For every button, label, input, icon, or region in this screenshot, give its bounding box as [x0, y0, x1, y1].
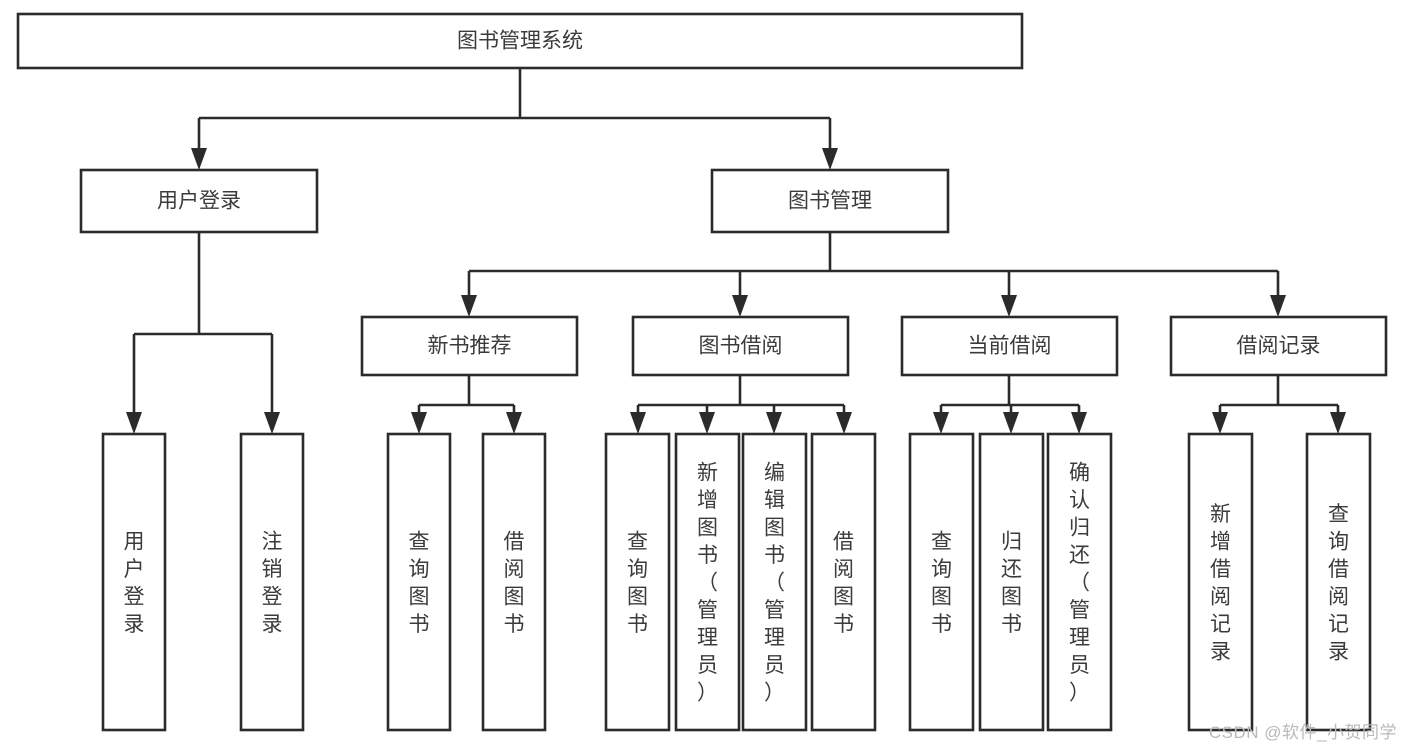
arrow-head-icon — [1212, 412, 1228, 434]
node-label-leaf-logout: 注销登录 — [262, 530, 283, 636]
node-label-leaf-borrow-book-2: 借阅图书 — [833, 530, 854, 636]
arrow-head-icon — [411, 412, 427, 434]
arrow-head-icon — [506, 412, 522, 434]
node-box-current-borrow[interactable] — [900, 315, 1119, 377]
node-box-user-login[interactable] — [79, 168, 319, 234]
node-box-book-manage[interactable] — [710, 168, 950, 234]
connector-group-current-borrow — [933, 375, 1087, 434]
node-box-leaf-user-login[interactable] — [101, 432, 167, 732]
node-label-leaf-add-book: 新增图书（管理员） — [697, 462, 718, 705]
connector-group-user-login — [126, 232, 280, 434]
arrow-head-icon — [732, 295, 748, 317]
node-root[interactable]: 图书管理系统 — [16, 12, 1024, 70]
arrow-head-icon — [126, 412, 142, 434]
node-layer: 图书管理系统用户登录图书管理新书推荐图书借阅当前借阅借阅记录用户登录注销登录查询… — [16, 12, 1388, 732]
node-leaf-logout[interactable]: 注销登录 — [239, 432, 305, 732]
node-label-leaf-user-login: 用户登录 — [124, 530, 145, 636]
node-box-borrow-record[interactable] — [1169, 315, 1388, 377]
node-leaf-query-book-1[interactable]: 查询图书 — [386, 432, 452, 732]
node-box-leaf-query-book-2[interactable] — [604, 432, 671, 732]
arrow-head-icon — [630, 412, 646, 434]
node-box-leaf-query-book-1[interactable] — [386, 432, 452, 732]
node-box-book-borrow[interactable] — [631, 315, 850, 377]
arrow-head-icon — [264, 412, 280, 434]
node-book-borrow[interactable]: 图书借阅 — [631, 315, 850, 377]
arrow-head-icon — [699, 412, 715, 434]
node-label-leaf-edit-book: 编辑图书（管理员） — [764, 462, 785, 705]
node-user-login[interactable]: 用户登录 — [79, 168, 319, 234]
node-label-root: 图书管理系统 — [457, 30, 583, 53]
node-label-borrow-record: 借阅记录 — [1237, 335, 1321, 358]
node-leaf-add-book[interactable]: 新增图书（管理员） — [674, 432, 741, 732]
node-label-leaf-return-book: 归还图书 — [1001, 530, 1022, 636]
connector-group-borrow-record — [1212, 375, 1346, 434]
node-label-current-borrow: 当前借阅 — [968, 335, 1052, 358]
node-leaf-query-record[interactable]: 查询借阅记录 — [1305, 432, 1372, 732]
node-label-leaf-query-book-3: 查询图书 — [931, 530, 952, 636]
node-box-leaf-logout[interactable] — [239, 432, 305, 732]
arrow-head-icon — [766, 412, 782, 434]
node-box-leaf-add-record[interactable] — [1187, 432, 1254, 732]
connector-group-root — [191, 68, 838, 170]
node-label-book-borrow: 图书借阅 — [699, 335, 783, 358]
node-leaf-user-login[interactable]: 用户登录 — [101, 432, 167, 732]
node-current-borrow[interactable]: 当前借阅 — [900, 315, 1119, 377]
node-box-leaf-edit-book[interactable] — [741, 432, 808, 732]
node-label-leaf-add-record: 新增借阅记录 — [1210, 503, 1231, 664]
node-box-leaf-confirm-return[interactable] — [1046, 432, 1113, 732]
node-label-leaf-query-record: 查询借阅记录 — [1328, 503, 1349, 664]
node-label-leaf-query-book-1: 查询图书 — [409, 530, 430, 636]
node-box-leaf-query-book-3[interactable] — [908, 432, 975, 732]
node-label-leaf-borrow-book-1: 借阅图书 — [504, 530, 525, 636]
node-leaf-query-book-3[interactable]: 查询图书 — [908, 432, 975, 732]
node-label-book-manage: 图书管理 — [788, 190, 872, 213]
node-label-leaf-query-book-2: 查询图书 — [627, 530, 648, 636]
arrow-head-icon — [933, 412, 949, 434]
node-box-leaf-return-book[interactable] — [978, 432, 1045, 732]
node-leaf-return-book[interactable]: 归还图书 — [978, 432, 1045, 732]
connector-group-book-manage — [461, 232, 1286, 317]
node-box-root[interactable] — [16, 12, 1024, 70]
node-new-book-recommend[interactable]: 新书推荐 — [360, 315, 579, 377]
node-borrow-record[interactable]: 借阅记录 — [1169, 315, 1388, 377]
arrow-head-icon — [191, 148, 207, 170]
watermark-text: CSDN @软件_小贺同学 — [1208, 723, 1397, 742]
node-label-leaf-confirm-return: 确认归还（管理员） — [1069, 462, 1090, 705]
arrow-head-icon — [1071, 412, 1087, 434]
node-label-new-book-recommend: 新书推荐 — [428, 335, 512, 358]
node-label-user-login: 用户登录 — [157, 190, 241, 213]
arrow-head-icon — [461, 295, 477, 317]
node-box-leaf-query-record[interactable] — [1305, 432, 1372, 732]
connector-group-book-borrow — [630, 375, 852, 434]
arrow-head-icon — [1270, 295, 1286, 317]
node-leaf-query-book-2[interactable]: 查询图书 — [604, 432, 671, 732]
arrow-head-icon — [836, 412, 852, 434]
node-leaf-borrow-book-1[interactable]: 借阅图书 — [481, 432, 547, 732]
node-box-leaf-borrow-book-1[interactable] — [481, 432, 547, 732]
arrow-head-icon — [1001, 295, 1017, 317]
node-leaf-add-record[interactable]: 新增借阅记录 — [1187, 432, 1254, 732]
node-leaf-confirm-return[interactable]: 确认归还（管理员） — [1046, 432, 1113, 732]
node-leaf-edit-book[interactable]: 编辑图书（管理员） — [741, 432, 808, 732]
arrow-head-icon — [1003, 412, 1019, 434]
arrow-head-icon — [1330, 412, 1346, 434]
arrow-head-icon — [822, 148, 838, 170]
connector-group-new-book-recommend — [411, 375, 522, 434]
node-box-new-book-recommend[interactable] — [360, 315, 579, 377]
node-box-leaf-borrow-book-2[interactable] — [810, 432, 877, 732]
node-leaf-borrow-book-2[interactable]: 借阅图书 — [810, 432, 877, 732]
node-box-leaf-add-book[interactable] — [674, 432, 741, 732]
connector-layer — [126, 68, 1346, 434]
node-book-manage[interactable]: 图书管理 — [710, 168, 950, 234]
